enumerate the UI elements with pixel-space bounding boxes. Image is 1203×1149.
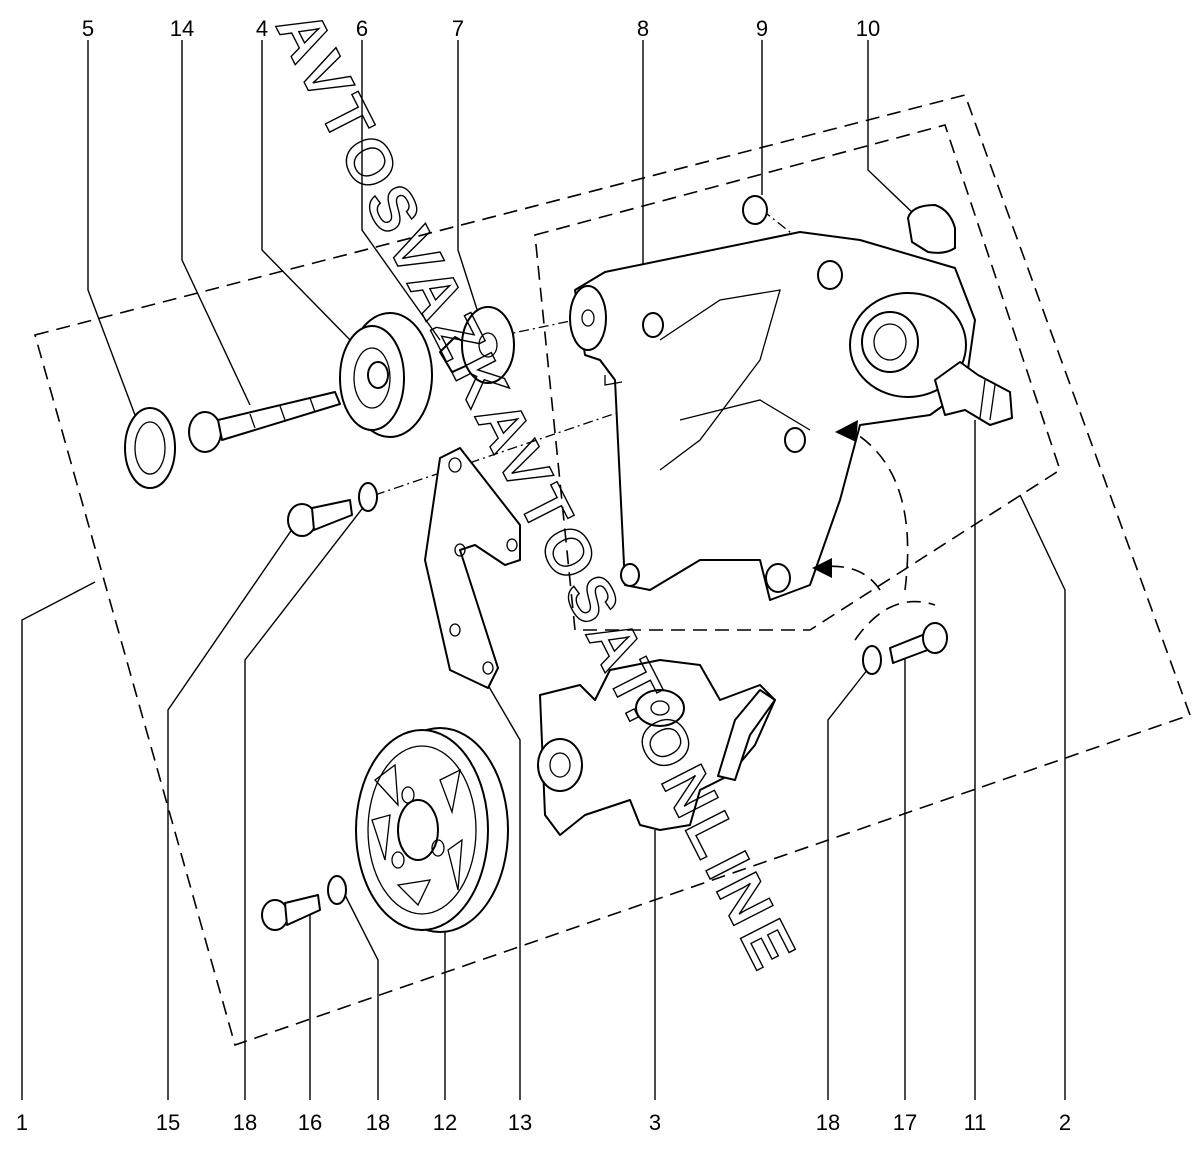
outer-assembly-boundary <box>34 94 1192 1047</box>
callout-8: 8 <box>637 16 649 41</box>
callout-16: 16 <box>298 1110 322 1135</box>
pump-part-3 <box>537 659 776 836</box>
mounting-arrow <box>849 429 909 591</box>
callout-9: 9 <box>756 16 768 41</box>
callout-10: 10 <box>856 16 880 41</box>
cap-part-5 <box>124 407 176 489</box>
callout-3: 3 <box>649 1110 661 1135</box>
leader-lines <box>21 40 1066 1100</box>
bolt-part-17 <box>889 622 948 664</box>
callout-15: 15 <box>156 1110 180 1135</box>
callout-4: 4 <box>256 16 268 41</box>
washer-part-18-right <box>862 645 882 675</box>
bolt-part-15 <box>287 499 353 537</box>
callout-12: 12 <box>433 1110 457 1135</box>
arrow-head-upper <box>835 420 858 442</box>
plate-part-13 <box>424 447 521 689</box>
bracket-part-8 <box>569 231 976 601</box>
washer-part-18-lower <box>327 875 347 905</box>
washer-part-18-upper <box>358 482 378 512</box>
inner-bracket-boundary <box>534 124 1061 631</box>
arrow-head-lower <box>812 558 832 578</box>
mounting-arrow-lower <box>814 565 881 591</box>
callout-5: 5 <box>82 16 94 41</box>
washer-hint-arc <box>854 600 936 641</box>
bolt-part-14 <box>188 391 341 453</box>
bolt-part-16 <box>261 894 321 931</box>
callout-17: 17 <box>893 1110 917 1135</box>
callout-18-a: 18 <box>233 1110 257 1135</box>
roller-part-4 <box>339 312 433 438</box>
washer-part-7 <box>461 306 515 384</box>
callout-14: 14 <box>170 16 194 41</box>
callout-6: 6 <box>356 16 368 41</box>
pulley-part-12 <box>355 727 509 933</box>
callout-18-b: 18 <box>366 1110 390 1135</box>
callout-2: 2 <box>1059 1110 1071 1135</box>
callout-1: 1 <box>16 1110 28 1135</box>
callout-11: 11 <box>964 1110 987 1135</box>
callout-labels: 5 14 4 6 7 8 9 10 1 15 18 16 18 12 13 3 … <box>16 16 1071 1135</box>
callout-7: 7 <box>452 16 464 41</box>
callout-18-c: 18 <box>816 1110 840 1135</box>
cap-nut-part-10 <box>907 204 956 254</box>
fitting-part-11 <box>934 361 1013 426</box>
sleeve-part-9 <box>742 195 768 225</box>
callout-13: 13 <box>508 1110 532 1135</box>
